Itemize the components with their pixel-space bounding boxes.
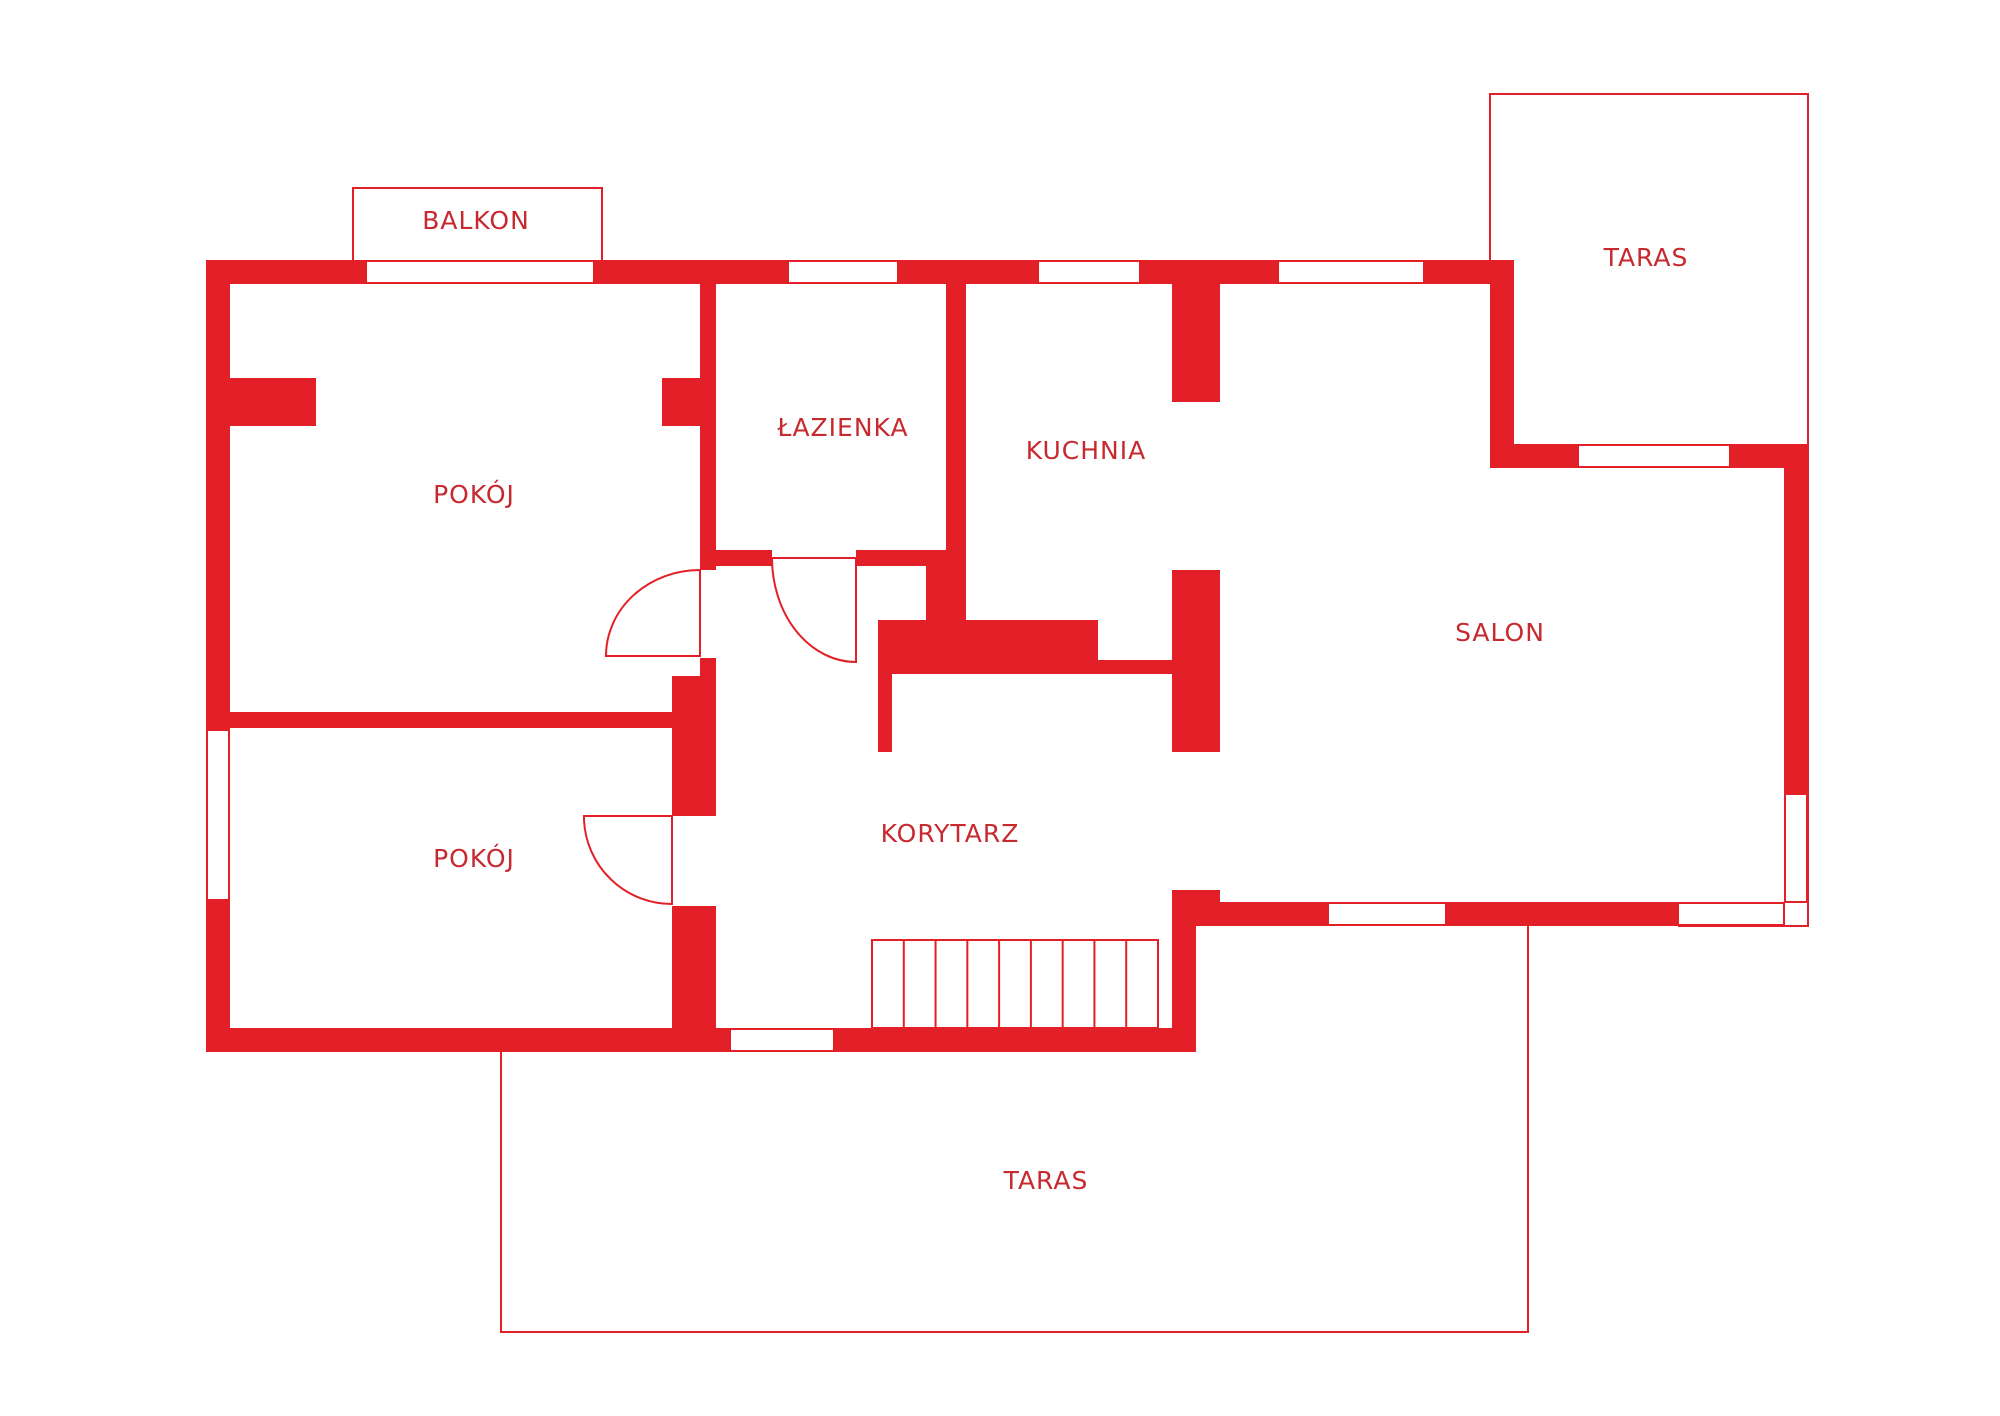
wall-pokoj-lazienka (700, 260, 716, 570)
wall-taras-left (1490, 260, 1514, 466)
window-salon-top (1577, 444, 1731, 468)
label-korytarz: KORYTARZ (881, 819, 1020, 848)
wall-closet-right (926, 550, 962, 622)
stairs-outline (871, 939, 1159, 1029)
wall-salon-top-b (1730, 444, 1808, 468)
room-labels: BALKON TARAS ŁAZIENKA KUCHNIA POKÓJ SALO… (422, 206, 1689, 1195)
wall-bottom-salon-a (1196, 902, 1328, 926)
label-taras-bottom: TARAS (1003, 1166, 1089, 1195)
label-kuchnia: KUCHNIA (1026, 436, 1146, 465)
label-salon: SALON (1455, 618, 1545, 647)
window-bottom (729, 1028, 835, 1052)
wall-salon-right (1784, 444, 1808, 794)
doors (583, 557, 857, 906)
wall-pokoj-stub-right (662, 378, 704, 426)
wall-salon-top-a (1490, 444, 1578, 468)
label-pokoj-upper: POKÓJ (433, 479, 515, 509)
wall-closet-left-leg (878, 620, 892, 752)
label-lazienka: ŁAZIENKA (776, 413, 908, 442)
label-balkon: BALKON (422, 206, 530, 235)
walls (206, 260, 1808, 1052)
label-pokoj-lower: POKÓJ (433, 843, 515, 873)
stairs (871, 939, 1159, 1029)
wall-closet-block (878, 620, 1098, 674)
windows (206, 260, 1808, 1052)
taras-top-outline (1489, 93, 1809, 444)
window-top-2 (787, 260, 899, 284)
label-taras-top: TARAS (1603, 243, 1689, 272)
wall-left-lower (206, 900, 230, 1052)
window-top-3 (1037, 260, 1141, 284)
window-salon-bottom-b (1677, 902, 1785, 926)
wall-bottom-left (206, 1028, 730, 1052)
wall-lazienka-bottom-a (700, 550, 772, 566)
window-top-4 (1277, 260, 1425, 284)
door-pokoj-upper (604, 569, 701, 657)
pillar-lower (1172, 570, 1220, 752)
taras-bottom-outline (500, 926, 1529, 1333)
wall-bottom-right (834, 1028, 1196, 1052)
stair-steps (902, 940, 1128, 1028)
wall-corridor-left-c (672, 906, 716, 1052)
wall-bottom-salon-b (1446, 902, 1678, 926)
wall-top-mid-a (594, 260, 788, 284)
window-left (206, 729, 230, 901)
pillar-upper (1172, 260, 1220, 402)
window-salon-bottom-a (1327, 902, 1447, 926)
door-lazienka (771, 557, 857, 664)
wall-corridor-left-b (672, 676, 716, 816)
window-salon-right (1784, 793, 1808, 903)
wall-top-left (206, 260, 366, 284)
wall-kuchnia-left (958, 280, 966, 620)
wall-pokoj-stub-left (206, 378, 316, 426)
wall-pokoj-divider (206, 712, 672, 728)
wall-top-mid-b (898, 260, 1038, 284)
window-top-1 (365, 260, 595, 284)
door-pokoj-lower (583, 815, 673, 906)
wall-left-upper (206, 260, 230, 730)
